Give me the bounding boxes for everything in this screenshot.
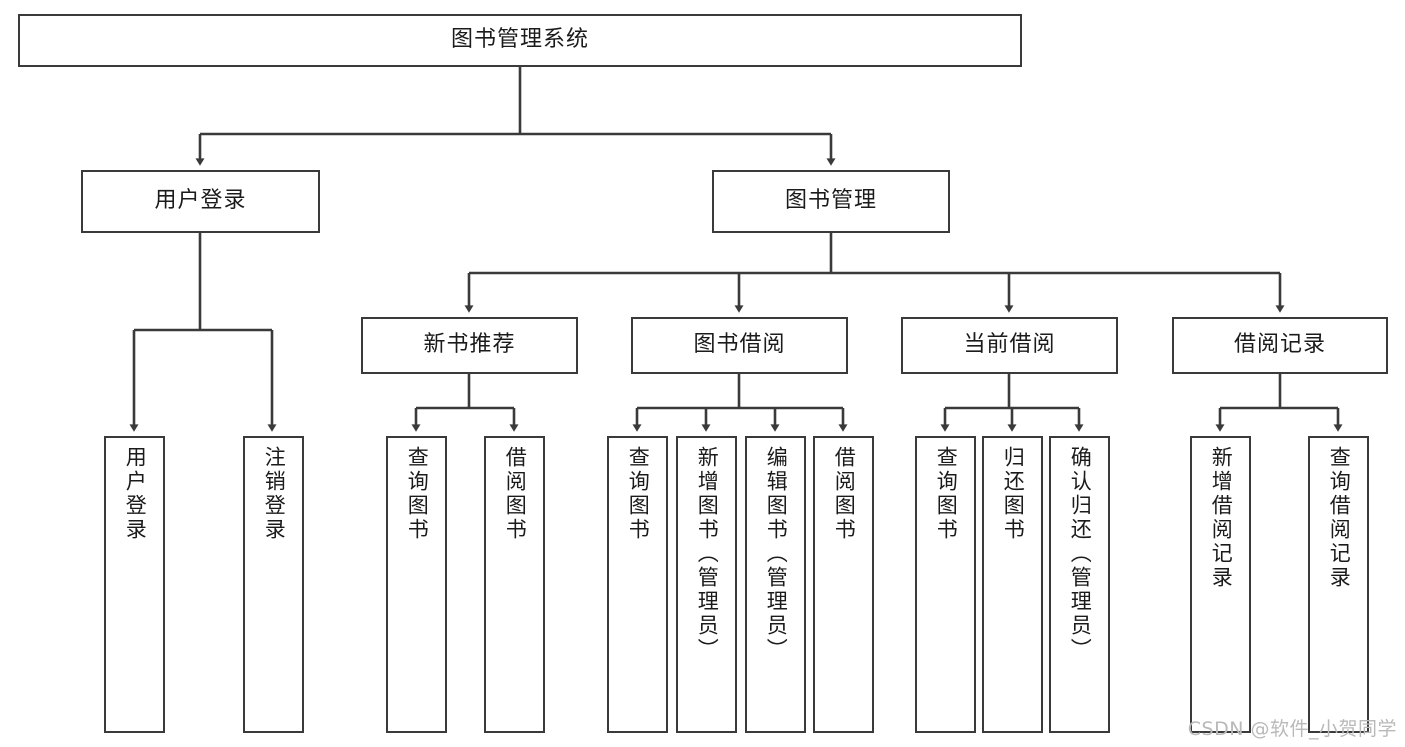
node-leaf[interactable]: 查询图书 xyxy=(386,436,447,733)
node-leaf[interactable]: 用户登录 xyxy=(104,436,165,733)
node-leaf[interactable]: 新增借阅记录 xyxy=(1190,436,1251,733)
node-root-label: 图书管理系统 xyxy=(450,27,589,53)
node-leaf[interactable]: 确认归还（管理员） xyxy=(1049,436,1110,733)
node-leaf[interactable]: 编辑图书（管理员） xyxy=(745,436,806,733)
node-leaf[interactable]: 查询图书 xyxy=(915,436,976,733)
node-leaf-label: 查询借阅记录 xyxy=(1327,446,1352,590)
node-leaf[interactable]: 借阅图书 xyxy=(484,436,545,733)
node-leaf-label: 查询图书 xyxy=(405,446,430,542)
node-leaf-label: 确认归还（管理员） xyxy=(1068,446,1093,662)
node-leaf-label: 新增图书（管理员） xyxy=(695,446,720,662)
node-leaf[interactable]: 新增图书（管理员） xyxy=(676,436,737,733)
watermark-text: CSDN @软件_小贺同学 xyxy=(1187,718,1397,740)
node-new-book-recommend[interactable]: 新书推荐 xyxy=(361,317,578,374)
node-leaf-label: 查询图书 xyxy=(934,446,959,542)
node-leaf[interactable]: 查询借阅记录 xyxy=(1308,436,1369,733)
node-book-management[interactable]: 图书管理 xyxy=(712,170,950,233)
node-leaf-label: 注销登录 xyxy=(262,446,287,542)
node-user-login-label: 用户登录 xyxy=(154,188,247,214)
node-book-borrow[interactable]: 图书借阅 xyxy=(631,317,848,374)
node-book-borrow-label: 图书借阅 xyxy=(693,332,786,358)
node-current-borrow-label: 当前借阅 xyxy=(963,332,1056,358)
node-current-borrow[interactable]: 当前借阅 xyxy=(901,317,1118,374)
node-leaf-label: 归还图书 xyxy=(1001,446,1026,542)
node-leaf[interactable]: 查询图书 xyxy=(607,436,668,733)
node-root-system[interactable]: 图书管理系统 xyxy=(18,14,1022,67)
node-leaf[interactable]: 注销登录 xyxy=(243,436,304,733)
node-leaf-label: 查询图书 xyxy=(626,446,651,542)
node-borrow-records-label: 借阅记录 xyxy=(1233,332,1326,358)
node-leaf-label: 用户登录 xyxy=(123,446,148,542)
node-book-management-label: 图书管理 xyxy=(784,188,877,214)
node-leaf-label: 新增借阅记录 xyxy=(1209,446,1234,590)
node-leaf-label: 借阅图书 xyxy=(832,446,857,542)
node-leaf-label: 借阅图书 xyxy=(503,446,528,542)
node-leaf[interactable]: 归还图书 xyxy=(982,436,1043,733)
node-user-login[interactable]: 用户登录 xyxy=(81,170,320,233)
node-leaf[interactable]: 借阅图书 xyxy=(813,436,874,733)
node-leaf-label: 编辑图书（管理员） xyxy=(764,446,789,662)
node-new-book-recommend-label: 新书推荐 xyxy=(423,332,516,358)
node-borrow-records[interactable]: 借阅记录 xyxy=(1172,317,1388,374)
